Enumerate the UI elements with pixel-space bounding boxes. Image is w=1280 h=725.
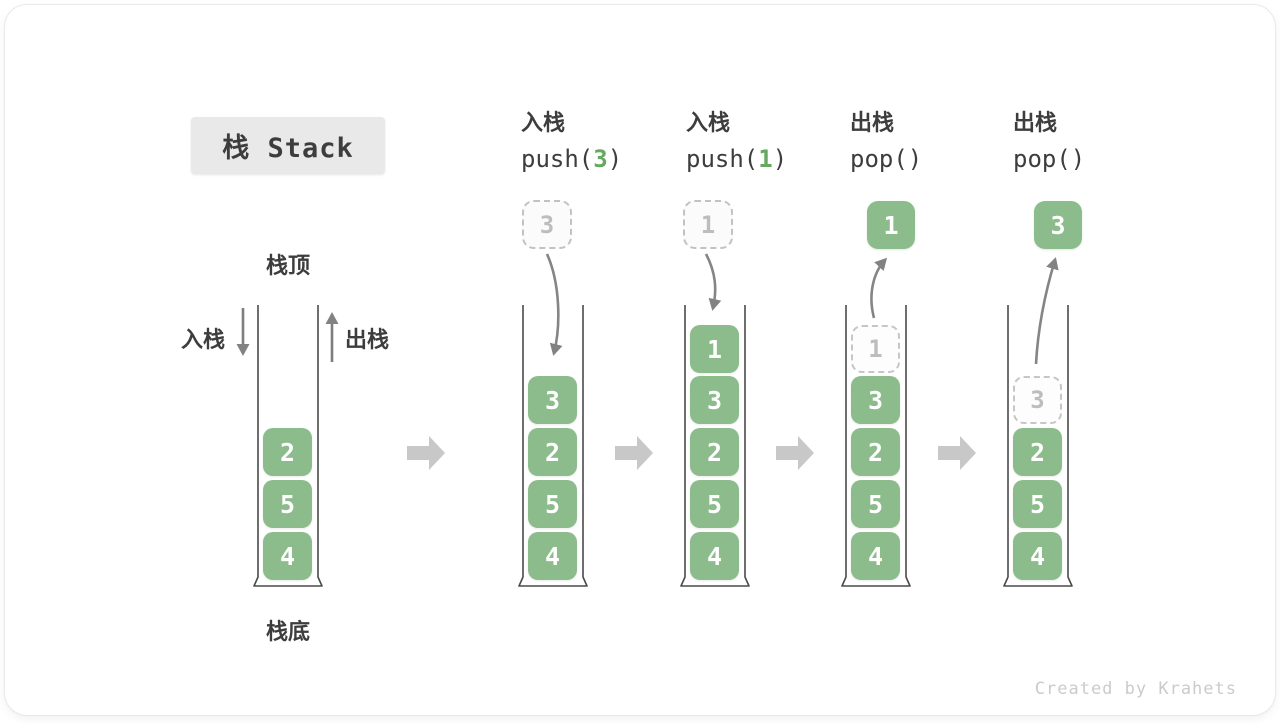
op-arg: 1 <box>758 145 772 173</box>
stack1-cell: 2 <box>263 428 312 476</box>
op-header-pop-1: 出栈 pop() <box>850 110 922 173</box>
figure-card: 栈 Stack 入栈 push(3) 入栈 push(1) 出栈 pop() 出… <box>5 5 1275 715</box>
stack3-cell: 5 <box>690 480 739 528</box>
stack1-cell: 5 <box>263 480 312 528</box>
stack2-incoming-box: 3 <box>522 200 572 249</box>
pop1-curve-arrow <box>871 260 885 318</box>
pop-side-label: 出栈 <box>345 322 389 354</box>
stack3-cell: 3 <box>690 376 739 424</box>
op-name: 出栈 <box>850 110 922 138</box>
stack3-cell: 1 <box>690 325 739 373</box>
credit-text: Created by Krahets <box>1035 679 1237 699</box>
push1-curve-arrow <box>706 254 715 308</box>
stack2-cell: 3 <box>528 376 577 424</box>
stack4-cell: 2 <box>851 428 900 476</box>
pop3-curve-arrow <box>1036 260 1055 364</box>
stack5-cell: 5 <box>1013 480 1062 528</box>
stack4-cell: 3 <box>851 376 900 424</box>
op-name: 出栈 <box>1013 110 1085 138</box>
op-arg: 3 <box>593 145 607 173</box>
stack2-cell: 2 <box>528 428 577 476</box>
op-header-push-3: 入栈 push(3) <box>521 110 622 173</box>
push-side-label: 入栈 <box>181 322 225 354</box>
stack3-cell: 2 <box>690 428 739 476</box>
stack3-incoming-box: 1 <box>683 200 733 249</box>
op-code: pop() <box>850 145 922 173</box>
step-arrow-2 <box>615 436 653 470</box>
op-header-push-1: 入栈 push(1) <box>686 110 787 173</box>
diagram-overlay <box>5 5 1280 725</box>
stack-top-label: 栈顶 <box>258 248 318 280</box>
title-badge: 栈 Stack <box>191 117 385 174</box>
stack-bottom-label: 栈底 <box>258 614 318 646</box>
op-code: push(1) <box>686 145 787 173</box>
stack5-cell: 2 <box>1013 428 1062 476</box>
stack4-popped-box: 1 <box>867 201 915 249</box>
stack4-ghost-cell: 1 <box>851 325 900 373</box>
op-code: push(3) <box>521 145 622 173</box>
stack5-popped-box: 3 <box>1034 201 1082 249</box>
stack5-ghost-cell: 3 <box>1013 376 1062 424</box>
stack2-cell: 4 <box>528 532 577 580</box>
stack1-cell: 4 <box>263 532 312 580</box>
op-code: pop() <box>1013 145 1085 173</box>
step-arrow-1 <box>407 436 445 470</box>
stack2-cell: 5 <box>528 480 577 528</box>
op-header-pop-2: 出栈 pop() <box>1013 110 1085 173</box>
stack4-cell: 4 <box>851 532 900 580</box>
stack3-cell: 4 <box>690 532 739 580</box>
stack5-cell: 4 <box>1013 532 1062 580</box>
step-arrow-4 <box>938 436 976 470</box>
push3-curve-arrow <box>547 254 558 353</box>
stack4-cell: 5 <box>851 480 900 528</box>
op-name: 入栈 <box>686 110 787 138</box>
step-arrow-3 <box>776 436 814 470</box>
op-name: 入栈 <box>521 110 622 138</box>
